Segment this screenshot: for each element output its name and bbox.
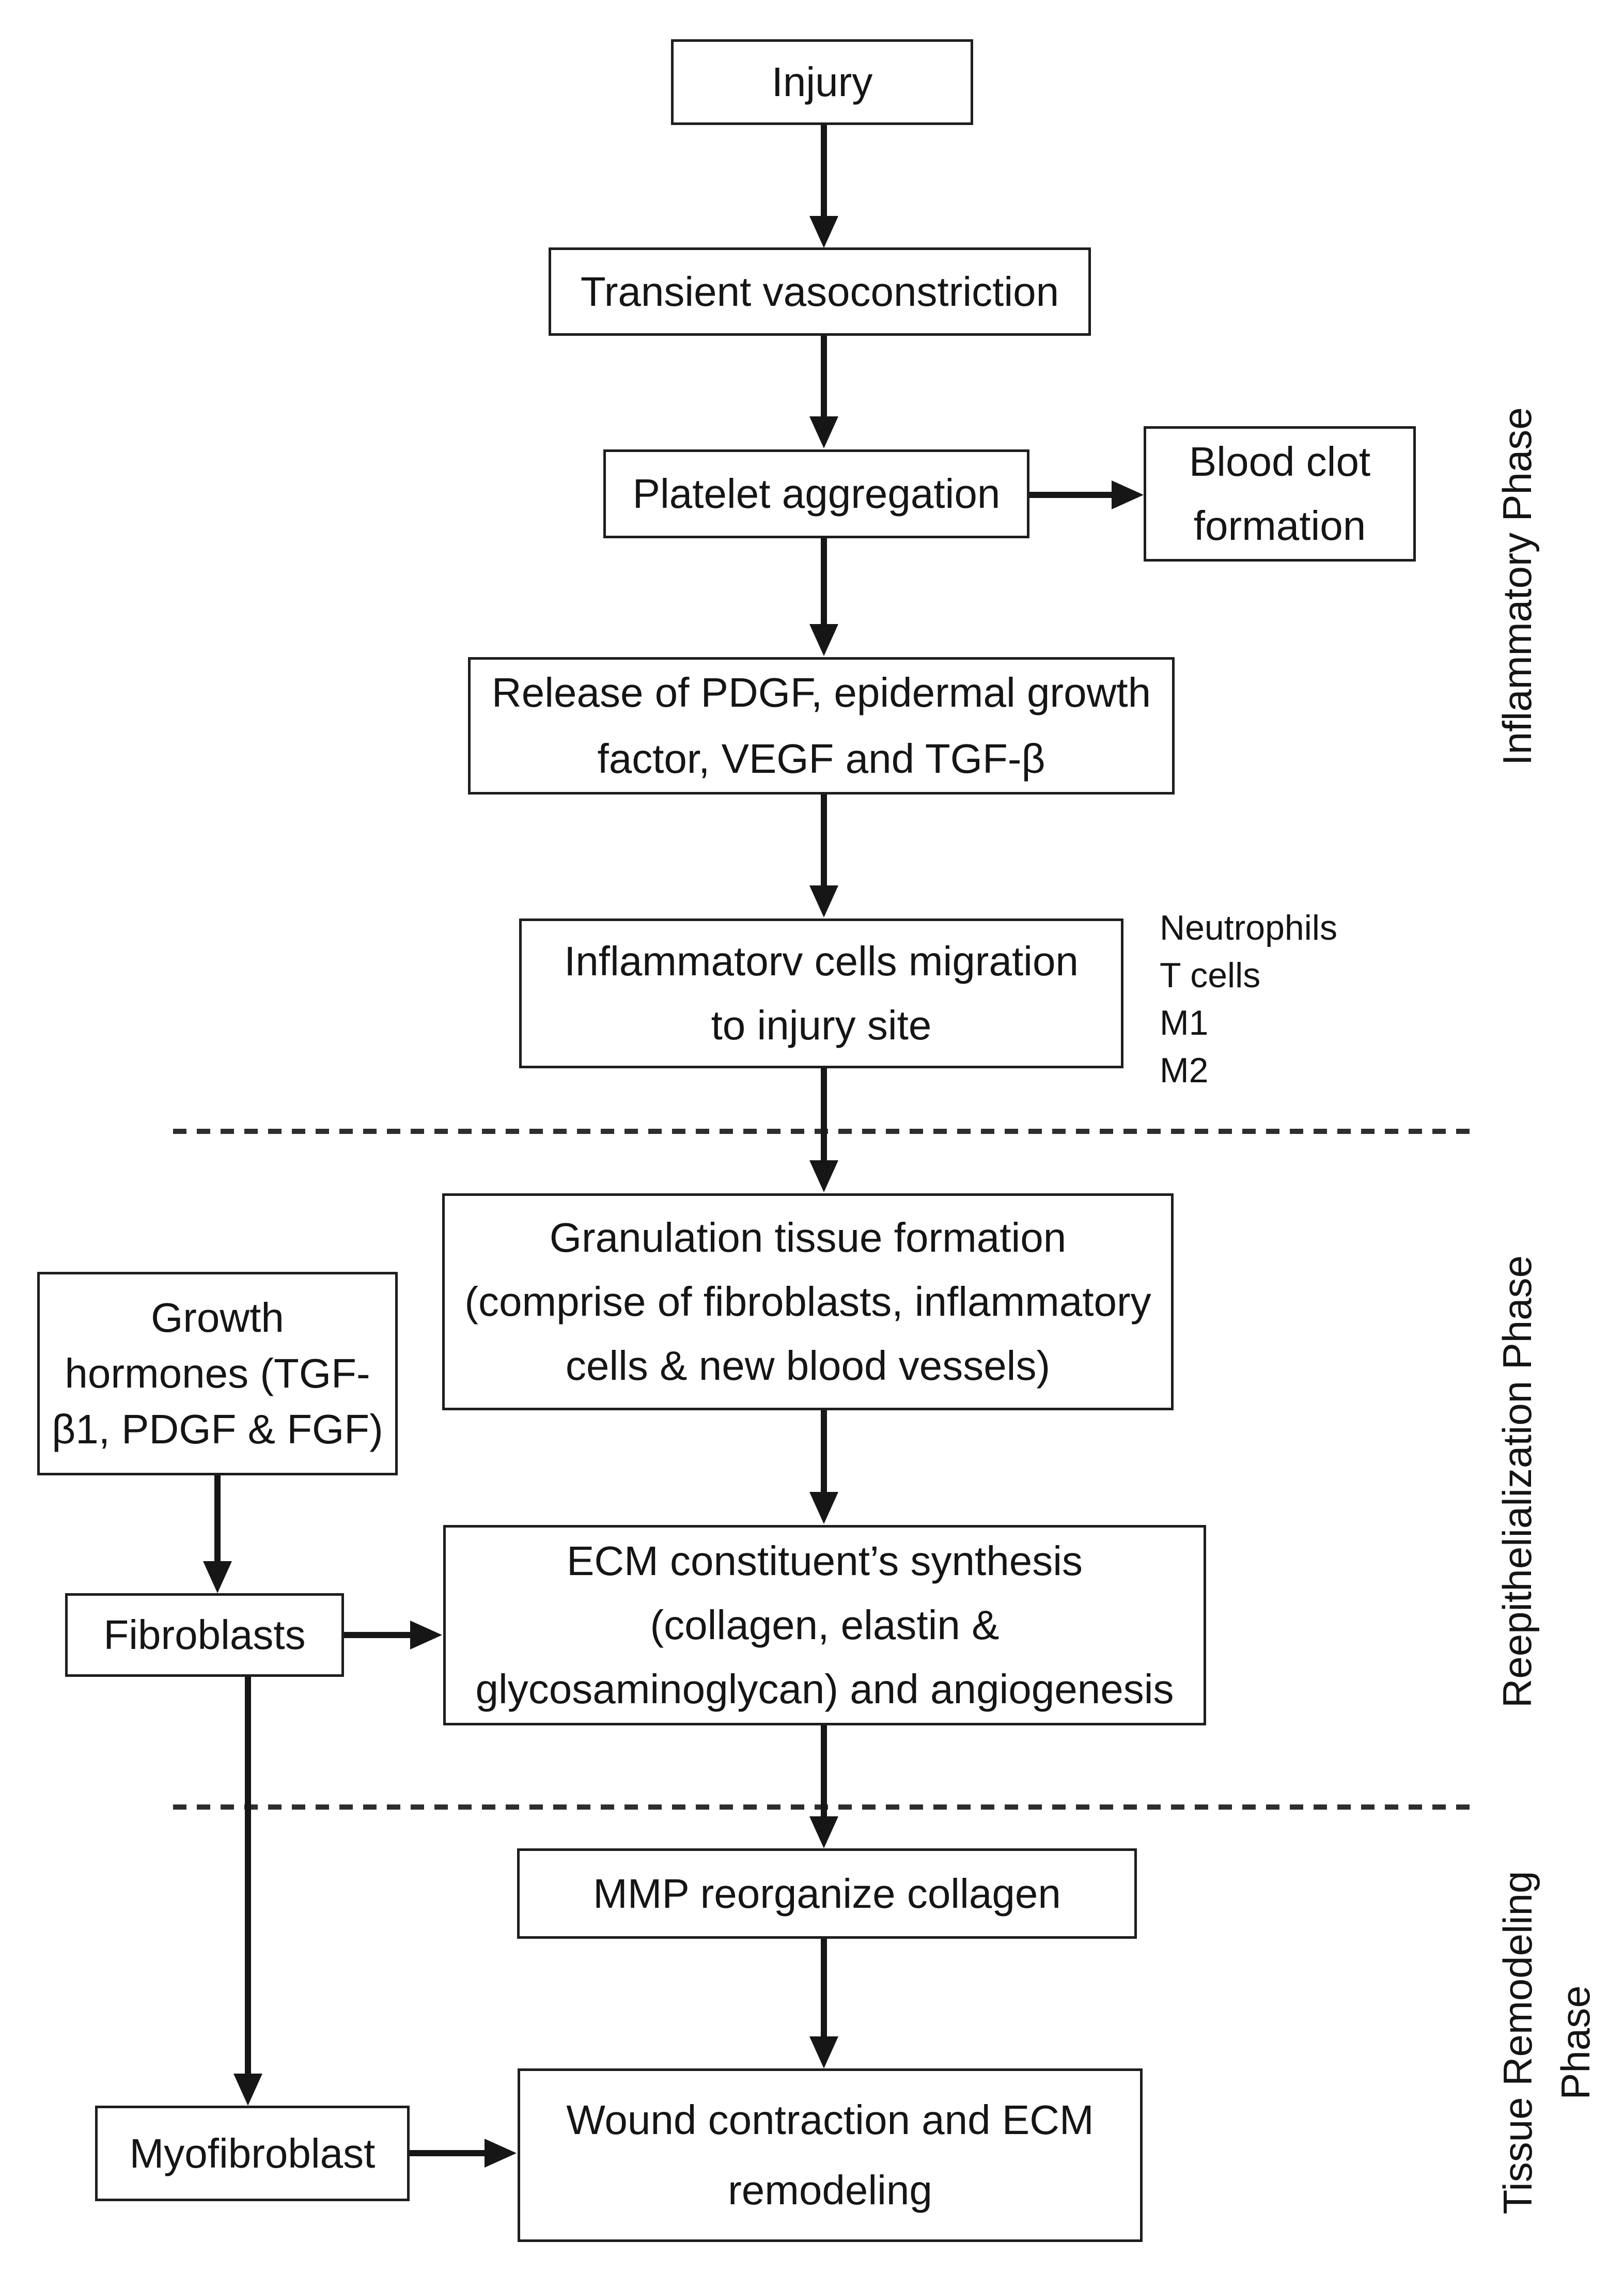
node-injury: Injury	[671, 39, 973, 125]
arrow-mmp-to-wound-head-icon	[809, 2036, 838, 2068]
phase-label-inflammatory: Inflammatory Phase	[1494, 407, 1540, 766]
cell-label-m2: M2	[1160, 1051, 1209, 1090]
arrow-migration-to-granulation-shaft	[821, 1068, 827, 1161]
arrow-granulation-to-ecm-head-icon	[809, 1492, 838, 1524]
arrow-platelet-to-bloodclot-shaft	[1029, 492, 1112, 498]
arrow-platelet-to-release-head-icon	[809, 624, 838, 656]
phase-label-tissue-remodeling: Tissue Remodeling Phase	[1495, 1871, 1598, 2215]
arrow-myofibroblast-to-wound-head-icon	[485, 2139, 517, 2168]
node-platelet-aggregation: Platelet aggregation	[603, 449, 1029, 538]
node-myofibroblast: Myofibroblast	[95, 2106, 410, 2201]
node-transient-vasoconstriction: Transient vasoconstriction	[549, 247, 1091, 336]
cell-label-t-cells: T cells	[1160, 956, 1261, 995]
arrow-injury-to-transient-shaft	[821, 125, 827, 216]
arrow-myofibroblast-to-wound-shaft	[410, 2150, 485, 2156]
arrow-platelet-to-release-shaft	[821, 538, 827, 625]
arrow-hormones-to-fibroblasts-shaft	[214, 1475, 221, 1562]
node-growth-factor-release: Release of PDGF, epidermal growth factor…	[468, 657, 1175, 795]
arrow-hormones-to-fibroblasts-head-icon	[203, 1561, 232, 1593]
arrow-fibroblasts-to-ecm-head-icon	[410, 1621, 442, 1649]
node-growth-hormones: Growth hormones (TGF- β1, PDGF & FGF)	[37, 1272, 398, 1475]
arrow-migration-to-granulation-head-icon	[809, 1160, 838, 1192]
node-mmp-reorganize-collagen: MMP reorganize collagen	[517, 1848, 1137, 1939]
node-granulation-tissue: Granulation tissue formation (comprise o…	[442, 1193, 1174, 1410]
arrow-fibroblasts-to-myofibroblast-head-icon	[233, 2074, 262, 2106]
node-inflammatory-cells-migration: Inflammatorv cells migration to injury s…	[519, 918, 1123, 1068]
cell-label-neutrophils: Neutrophils	[1160, 908, 1337, 947]
arrow-ecm-to-mmp-head-icon	[809, 1816, 838, 1848]
arrow-fibroblasts-to-myofibroblast-shaft	[245, 1677, 251, 2074]
arrow-release-to-migration-head-icon	[809, 885, 838, 917]
arrow-granulation-to-ecm-shaft	[821, 1410, 827, 1493]
arrow-transient-to-platelet-head-icon	[809, 416, 838, 448]
node-blood-clot-formation: Blood clot formation	[1144, 426, 1416, 562]
arrow-fibroblasts-to-ecm-shaft	[344, 1632, 410, 1638]
arrow-release-to-migration-shaft	[821, 795, 827, 886]
phase-label-reepithelialization: Reepithelialization Phase	[1494, 1255, 1540, 1708]
node-wound-contraction: Wound contraction and ECM remodeling	[518, 2068, 1143, 2242]
arrow-platelet-to-bloodclot-head-icon	[1112, 480, 1144, 509]
node-ecm-synthesis: ECM constituent’s synthesis (collagen, e…	[443, 1525, 1206, 1725]
arrow-transient-to-platelet-shaft	[821, 336, 827, 417]
arrow-injury-to-transient-head-icon	[809, 216, 838, 248]
arrow-ecm-to-mmp-shaft	[821, 1725, 827, 1816]
arrow-mmp-to-wound-shaft	[821, 1939, 827, 2036]
cell-label-m1: M1	[1160, 1003, 1209, 1042]
node-fibroblasts: Fibroblasts	[65, 1593, 344, 1677]
